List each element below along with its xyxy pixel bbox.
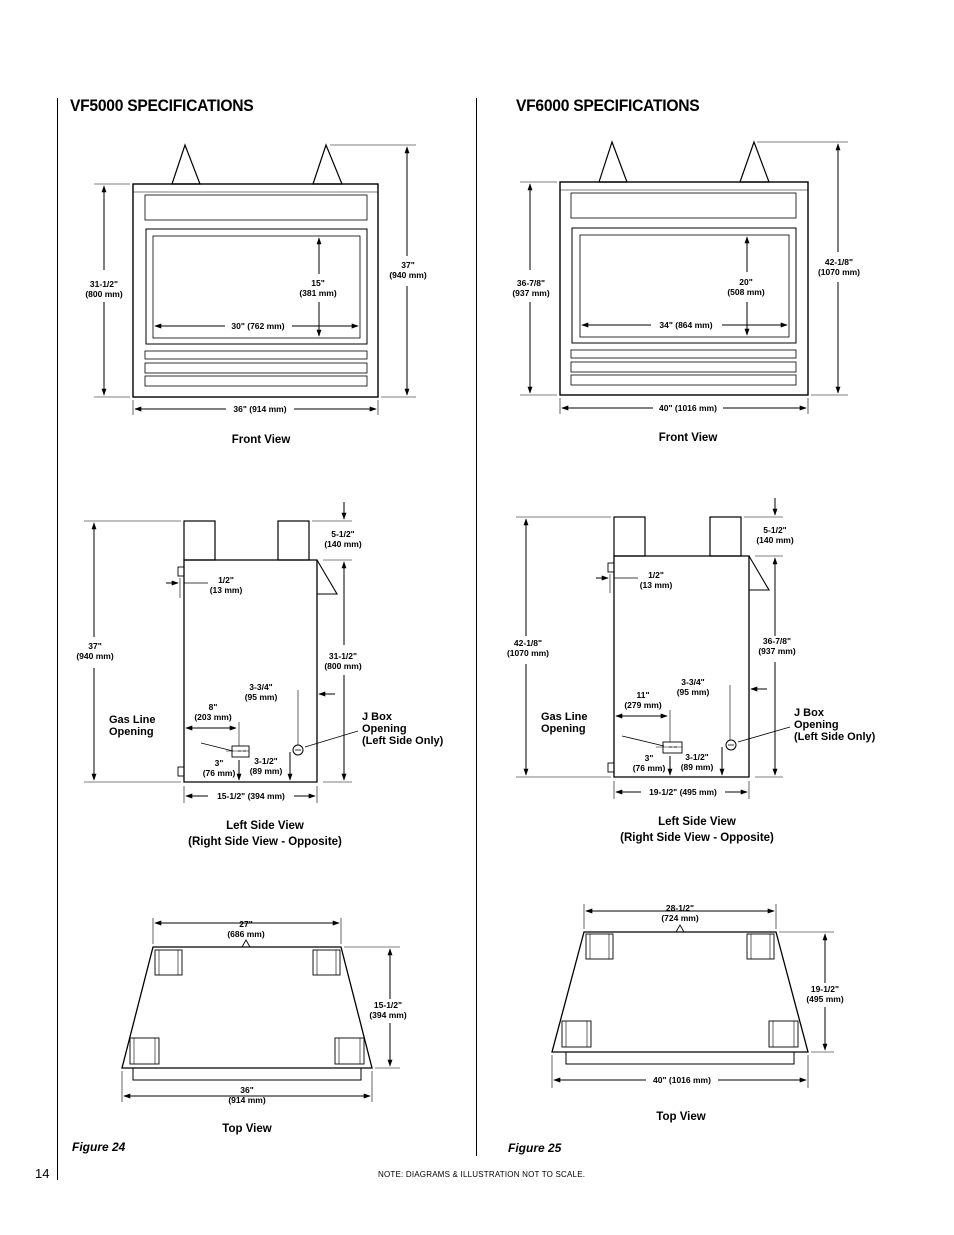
- vf6000-side-gas-inset: 11"(279 mm): [624, 690, 661, 710]
- vf5000-top-depth: 15-1/2"(394 mm): [369, 1000, 406, 1020]
- vf5000-top-outline: [121, 946, 373, 1069]
- vent-cap-right: [312, 143, 343, 185]
- vf5000-side-depth: 15-1/2" (394 mm): [217, 791, 285, 801]
- vf6000-side-body-height: 36-7/8"(937 mm): [758, 636, 795, 656]
- vf6000-top-view: [551, 904, 834, 1088]
- vf5000-side-gas-up: 3"(76 mm): [203, 758, 236, 778]
- vf5000-side-view-caption: Left Side View(Right Side View - Opposit…: [188, 820, 342, 848]
- vf6000-side-depth: 19-1/2" (495 mm): [649, 787, 717, 797]
- vf5000-front-view: [94, 143, 416, 415]
- vf6000-front-view: [520, 140, 848, 414]
- vf5000-side-total-height: 37"(940 mm): [76, 641, 113, 661]
- scale-note: NOTE: DIAGRAMS & ILLUSTRATION NOT TO SCA…: [378, 1170, 586, 1179]
- vf6000-title: VF6000 SPECIFICATIONS: [516, 96, 700, 115]
- vf5000-side-standoff: 1/2"(13 mm): [210, 575, 243, 595]
- vf5000-side-outline: [183, 559, 318, 783]
- vf6000-side-standoff: 1/2"(13 mm): [640, 570, 673, 590]
- vf6000-front-height-total: 42-1/8"(1070 mm): [818, 257, 860, 277]
- vf5000-side-jbox-up: 3-1/2"(89 mm): [250, 756, 283, 776]
- page-number: 14: [35, 1166, 50, 1181]
- vf5000-title: VF5000 SPECIFICATIONS: [70, 96, 254, 115]
- vf5000-opening-height: 15"(381 mm): [299, 278, 336, 298]
- vf5000-side-gas-inset: 8"(203 mm): [194, 702, 231, 722]
- vf6000-side-jbox-inset: 3-3/4"(95 mm): [677, 677, 710, 697]
- vf5000-firebox-opening: [152, 235, 361, 339]
- vf5000-front-view-caption: Front View: [232, 434, 291, 446]
- vf5000-front-height-overall: 31-1/2"(800 mm): [85, 279, 122, 299]
- vf6000-front-width: 40" (1016 mm): [659, 403, 717, 413]
- vf6000-opening-width: 34" (864 mm): [659, 320, 712, 330]
- vf6000-gas-line-opening: [662, 741, 683, 754]
- vent-cap-left: [171, 143, 201, 185]
- vf6000-front-height-overall: 36-7/8"(937 mm): [512, 278, 549, 298]
- vf6000-opening-height: 20"(508 mm): [727, 277, 764, 297]
- vf6000-side-jbox-up: 3-1/2"(89 mm): [681, 752, 714, 772]
- vent-cap-left: [598, 140, 628, 183]
- vf6000-side-view-caption: Left Side View(Right Side View - Opposit…: [620, 816, 774, 844]
- vf5000-top-view-caption: Top View: [222, 1123, 271, 1135]
- vf6000-top-front-width: 40" (1016 mm): [653, 1075, 711, 1085]
- vf5000-side-body-height: 31-1/2"(800 mm): [324, 651, 361, 671]
- figure-24-label: Figure 24: [72, 1140, 126, 1154]
- vf5000-side-top-offset: 5-1/2"(140 mm): [324, 529, 361, 549]
- vf6000-side-gas-up: 3"(76 mm): [633, 753, 666, 773]
- vf6000-top-depth: 19-1/2"(495 mm): [806, 984, 843, 1004]
- vf5000-front-height-total: 37"(940 mm): [389, 260, 426, 280]
- figure-25-label: Figure 25: [508, 1141, 562, 1155]
- vf6000-firebox-opening: [579, 234, 790, 338]
- vf5000-side-jbox-inset: 3-3/4"(95 mm): [245, 682, 278, 702]
- vf5000-top-front-width: 36"(914 mm): [228, 1085, 265, 1105]
- vf5000-top-back-width: 27"(686 mm): [227, 919, 264, 939]
- vent-cap-right: [739, 140, 770, 183]
- vf5000-front-outline: [132, 183, 379, 398]
- vf5000-top-view: [121, 918, 400, 1102]
- vf6000-front-view-caption: Front View: [659, 432, 718, 444]
- vf5000-opening-width: 30" (762 mm): [231, 321, 284, 331]
- vf6000-front-outline: [559, 181, 809, 396]
- vf6000-top-view-caption: Top View: [656, 1111, 705, 1123]
- vf6000-top-outline: [551, 931, 809, 1053]
- vf6000-side-outline: [613, 555, 750, 778]
- vf5000-gas-line-opening: [231, 745, 250, 758]
- vf6000-top-back-width: 28-1/2"(724 mm): [661, 903, 698, 923]
- vf6000-side-view: [516, 498, 791, 799]
- left-margin-rule: [57, 98, 58, 1180]
- vf6000-side-total-height: 42-1/8"(1070 mm): [507, 638, 549, 658]
- vf6000-side-top-offset: 5-1/2"(140 mm): [756, 525, 793, 545]
- vf5000-side-view: [84, 502, 359, 803]
- center-column-rule: [476, 98, 477, 1156]
- vf5000-front-width: 36" (914 mm): [233, 404, 286, 414]
